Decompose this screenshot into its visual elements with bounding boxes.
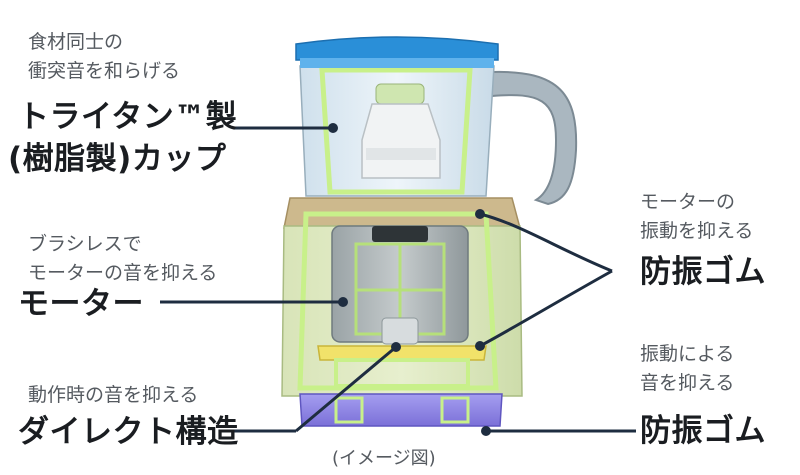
- cup-lid: [295, 36, 499, 61]
- cup-callout-title-2: (樹脂製)カップ: [8, 141, 227, 177]
- leader-direct-diag: [295, 345, 397, 433]
- cup-callout-sub-2: 衝突音を和らげる: [28, 60, 181, 82]
- leader-rubber-upper-a: [479, 212, 613, 273]
- cup-handle: [491, 70, 578, 206]
- rubber-upper-sub-2: 振動を抑える: [640, 220, 754, 242]
- motor-housing-cutaway-outline: [297, 211, 499, 391]
- direct-callout-sub: 動作時の音を抑える: [28, 384, 199, 406]
- rubber-lower-sub-2: 音を抑える: [640, 372, 735, 394]
- rubber-upper-title: 防振ゴム: [640, 254, 766, 290]
- cup-callout-sub-1: 食材同士の: [28, 31, 124, 53]
- motor-callout-sub-1: ブラシレスで: [28, 233, 142, 255]
- motor-shaft: [381, 317, 419, 345]
- motor-top-bracket: [372, 226, 428, 242]
- motor-callout-sub-2: モーターの音を抑える: [28, 262, 218, 284]
- motor-cage: [354, 242, 446, 336]
- cup-inner-bottle-cap: [375, 83, 425, 105]
- cup-callout-title-1: トライタン™製: [18, 99, 238, 135]
- direct-callout-title: ダイレクト構造: [18, 414, 239, 450]
- leader-lines: [160, 126, 636, 433]
- rubber-upper-sub-1: モーターの: [640, 191, 736, 213]
- cup-cutaway-outline: [319, 67, 473, 195]
- direct-drive-plate: [317, 345, 487, 361]
- image-caption: (イメージ図): [332, 448, 436, 469]
- cup-inner-bottle: [361, 103, 441, 179]
- motor-callout-title: モーター: [18, 286, 144, 322]
- base-plinth: [299, 393, 503, 427]
- leader-rubber-upper-b: [479, 269, 613, 348]
- base-foot-left: [334, 396, 364, 424]
- cup-inner-bottle-band: [366, 148, 436, 160]
- cup-lid-rim: [300, 58, 494, 68]
- base-foot-right: [440, 396, 470, 424]
- rubber-lower-title: 防振ゴム: [640, 413, 766, 449]
- leader-dots: [328, 123, 491, 436]
- rubber-lower-sub-1: 振動による: [640, 343, 735, 365]
